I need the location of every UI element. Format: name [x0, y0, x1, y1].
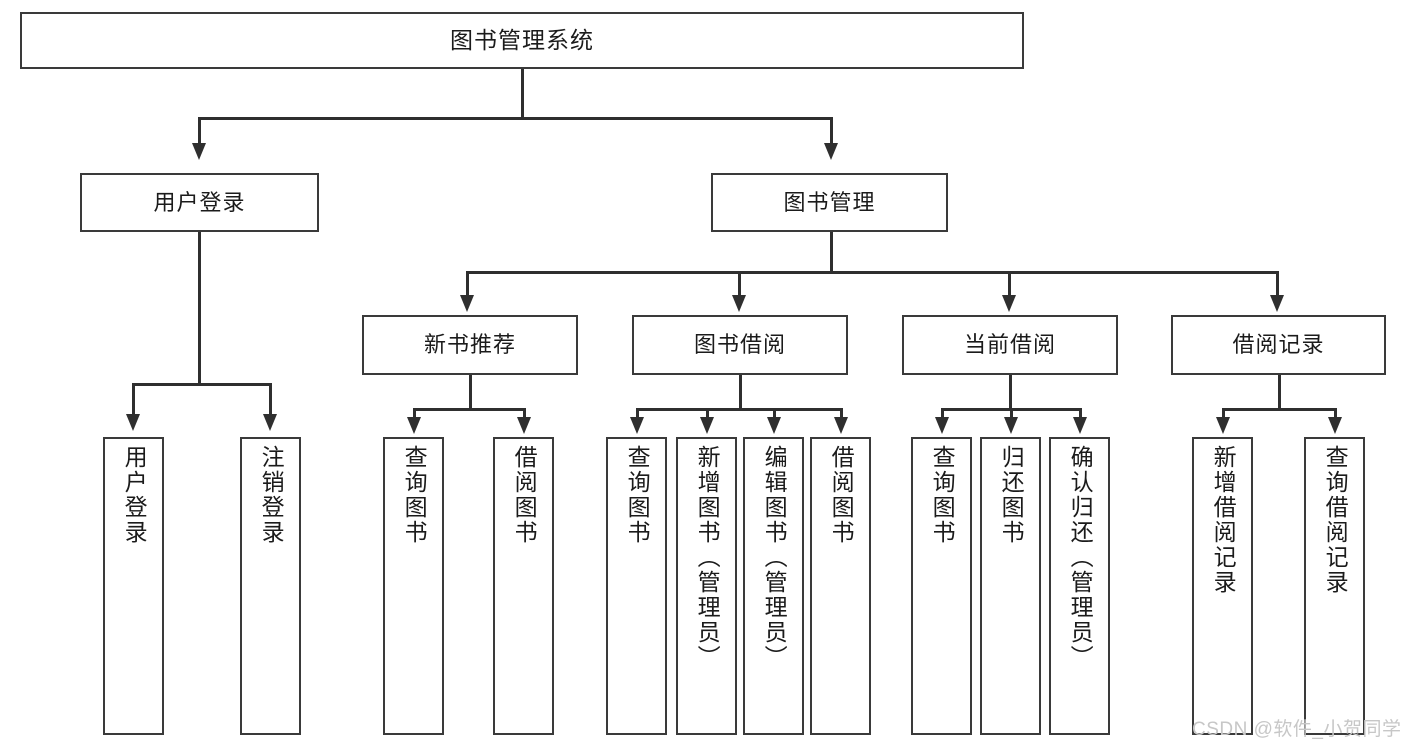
- node-book-management[interactable]: 图书管理: [711, 173, 948, 232]
- node-label: 查询图书: [401, 445, 428, 545]
- connector-br-to-leaf-2: [1334, 408, 1337, 419]
- connector-root-to-user-login: [198, 117, 201, 146]
- leaf-node-add-borrow-record[interactable]: 新增借阅记录: [1192, 437, 1253, 735]
- connector-cb-to-leaf-1: [941, 408, 944, 419]
- arrowhead-bm-to-new-book: [460, 295, 474, 312]
- connector-book-management-stem: [830, 232, 833, 271]
- node-label: 图书借阅: [693, 332, 786, 358]
- leaf-node-confirm-return-admin[interactable]: 确认归还（管理员）: [1049, 437, 1110, 735]
- node-label: 用户登录: [153, 189, 246, 215]
- connector-user-login-to-leaf-1: [132, 383, 135, 416]
- connector-current-borrow-stem: [1009, 375, 1012, 408]
- node-label: 用户登录: [121, 445, 148, 545]
- leaf-node-add-book-admin[interactable]: 新增图书（管理员）: [676, 437, 737, 735]
- leaf-node-user-login[interactable]: 用户登录: [103, 437, 164, 735]
- node-label: 图书管理系统: [450, 27, 594, 54]
- leaf-node-query-book-borrow[interactable]: 查询图书: [606, 437, 667, 735]
- node-label: 查询图书: [929, 445, 956, 545]
- arrowhead-bb-to-leaf-3: [767, 417, 781, 434]
- connector-cb-to-leaf-3: [1079, 408, 1082, 419]
- node-label: 借阅记录: [1232, 332, 1325, 358]
- node-label: 新增借阅记录: [1210, 445, 1237, 595]
- arrowhead-bm-to-book-borrow: [732, 295, 746, 312]
- leaf-node-return-book[interactable]: 归还图书: [980, 437, 1041, 735]
- node-label: 图书管理: [783, 189, 876, 215]
- connector-new-book-bus: [413, 408, 526, 411]
- connector-user-login-bus: [132, 383, 269, 386]
- arrowhead-root-to-book-management: [824, 143, 838, 160]
- arrowhead-bb-to-leaf-2: [700, 417, 714, 434]
- connector-bm-to-borrow-record: [1276, 271, 1279, 298]
- node-user-login[interactable]: 用户登录: [80, 173, 319, 232]
- arrowhead-bb-to-leaf-4: [834, 417, 848, 434]
- connector-book-borrow-bus: [636, 408, 842, 411]
- arrowhead-user-login-to-leaf-1: [126, 414, 140, 431]
- node-label: 编辑图书（管理员）: [761, 445, 788, 670]
- arrowhead-user-login-to-leaf-2: [263, 414, 277, 431]
- node-label: 确认归还（管理员）: [1067, 445, 1094, 670]
- arrowhead-cb-to-leaf-1: [935, 417, 949, 434]
- arrowhead-new-book-to-leaf-2: [517, 417, 531, 434]
- connector-root-bus: [198, 117, 832, 120]
- arrowhead-bb-to-leaf-1: [630, 417, 644, 434]
- connector-user-login-stem: [198, 232, 201, 383]
- connector-bb-to-leaf-2: [706, 408, 709, 419]
- leaf-node-logout[interactable]: 注销登录: [240, 437, 301, 735]
- connector-bb-to-leaf-3: [773, 408, 776, 419]
- node-label: 注销登录: [258, 445, 285, 545]
- arrowhead-cb-to-leaf-3: [1073, 417, 1087, 434]
- node-label: 新书推荐: [423, 332, 516, 358]
- node-borrow-record[interactable]: 借阅记录: [1171, 315, 1386, 375]
- node-label: 借阅图书: [511, 445, 538, 545]
- node-label: 当前借阅: [963, 332, 1056, 358]
- connector-cb-to-leaf-2: [1010, 408, 1013, 419]
- arrowhead-new-book-to-leaf-1: [407, 417, 421, 434]
- arrowhead-cb-to-leaf-2: [1004, 417, 1018, 434]
- node-book-borrow[interactable]: 图书借阅: [632, 315, 848, 375]
- node-label: 查询图书: [624, 445, 651, 545]
- connector-bb-to-leaf-4: [840, 408, 843, 419]
- connector-bm-to-current-borrow: [1008, 271, 1011, 298]
- leaf-node-query-book-current[interactable]: 查询图书: [911, 437, 972, 735]
- connector-borrow-record-bus: [1222, 408, 1337, 411]
- connector-br-to-leaf-1: [1222, 408, 1225, 419]
- node-label: 新增图书（管理员）: [694, 445, 721, 670]
- connector-root-stem: [521, 69, 524, 117]
- connector-user-login-to-leaf-2: [269, 383, 272, 416]
- node-label: 借阅图书: [828, 445, 855, 545]
- node-current-borrow[interactable]: 当前借阅: [902, 315, 1118, 375]
- connector-new-book-to-leaf-2: [523, 408, 526, 419]
- arrowhead-br-to-leaf-2: [1328, 417, 1342, 434]
- connector-root-to-book-management: [830, 117, 833, 146]
- leaf-node-query-borrow-record[interactable]: 查询借阅记录: [1304, 437, 1365, 735]
- connector-book-borrow-stem: [739, 375, 742, 408]
- connector-book-management-bus: [466, 271, 1278, 274]
- connector-bm-to-new-book: [466, 271, 469, 298]
- connector-new-book-to-leaf-1: [413, 408, 416, 419]
- node-label: 查询借阅记录: [1322, 445, 1349, 595]
- csdn-watermark: CSDN @软件_小贺同学: [1192, 719, 1402, 740]
- node-label: 归还图书: [998, 445, 1025, 545]
- leaf-node-edit-book-admin[interactable]: 编辑图书（管理员）: [743, 437, 804, 735]
- arrowhead-root-to-user-login: [192, 143, 206, 160]
- connector-new-book-stem: [469, 375, 472, 408]
- connector-borrow-record-stem: [1278, 375, 1281, 408]
- connector-bb-to-leaf-1: [636, 408, 639, 419]
- arrowhead-br-to-leaf-1: [1216, 417, 1230, 434]
- arrowhead-bm-to-current-borrow: [1002, 295, 1016, 312]
- node-new-book-recommend[interactable]: 新书推荐: [362, 315, 578, 375]
- connector-bm-to-book-borrow: [738, 271, 741, 298]
- node-book-management-system[interactable]: 图书管理系统: [20, 12, 1024, 69]
- leaf-node-borrow-book-recommend[interactable]: 借阅图书: [493, 437, 554, 735]
- arrowhead-bm-to-borrow-record: [1270, 295, 1284, 312]
- leaf-node-query-book-recommend[interactable]: 查询图书: [383, 437, 444, 735]
- leaf-node-borrow-book[interactable]: 借阅图书: [810, 437, 871, 735]
